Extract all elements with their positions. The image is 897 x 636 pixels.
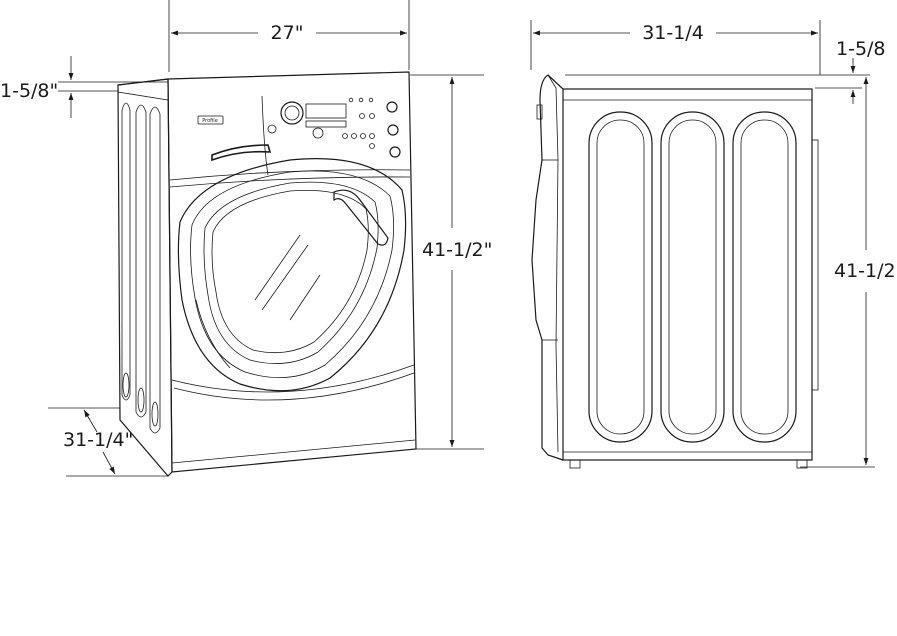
washer-body xyxy=(117,71,417,477)
side-rib xyxy=(660,111,725,443)
front-depth-label: 31-1/4" xyxy=(63,429,133,451)
side-panel xyxy=(562,88,813,461)
option-button xyxy=(351,133,357,139)
side-view: 31-1/4 1-5/8 41-1/2 xyxy=(530,20,896,469)
side-height-label: 41-1/2 xyxy=(834,260,896,282)
door-glass xyxy=(203,181,379,364)
glass-reflection xyxy=(289,274,321,321)
side-panel xyxy=(117,78,173,477)
door-handle xyxy=(333,189,389,246)
control-knob-profile xyxy=(536,104,543,120)
indicator-dot xyxy=(368,97,374,103)
base-line xyxy=(171,439,416,464)
indicator-dot xyxy=(358,97,364,103)
cycle-dial-inner xyxy=(284,105,300,121)
front-panel xyxy=(167,71,417,473)
front-profile-inner xyxy=(547,74,559,453)
control-panel: Profile xyxy=(197,95,401,176)
side-rib xyxy=(149,106,161,434)
detergent-drawer xyxy=(211,144,272,162)
status-icon xyxy=(267,124,277,134)
side-top-edge xyxy=(117,85,169,101)
glass-reflection xyxy=(261,244,309,311)
indicator-dot xyxy=(348,97,354,103)
door-glass-inner xyxy=(211,190,369,354)
side-rib-inner xyxy=(668,119,717,435)
leveling-foot xyxy=(796,459,808,469)
top-edge xyxy=(117,78,169,86)
side-rib xyxy=(588,111,653,443)
option-button xyxy=(369,143,375,149)
display-strip xyxy=(305,120,347,128)
brand-badge-text: Profile xyxy=(202,118,218,124)
glass-reflection xyxy=(254,234,301,301)
door xyxy=(177,158,407,392)
door-ring xyxy=(190,170,394,378)
side-rib-foot xyxy=(122,372,130,398)
side-rib-inner xyxy=(596,119,645,435)
option-button xyxy=(369,133,375,139)
cycle-dial xyxy=(280,101,304,125)
display-window xyxy=(305,103,347,119)
option-button xyxy=(342,133,348,139)
front-top-offset-label: 1-5/8" xyxy=(0,80,58,102)
selector-knob xyxy=(387,124,399,136)
front-width-label: 27" xyxy=(271,22,304,44)
front-height-label: 41-1/2" xyxy=(422,239,492,261)
leveling-foot xyxy=(569,459,581,469)
door-outer-ring xyxy=(177,158,407,392)
front-view: 27" 1-5/8" 41-1/2" 31-1/4" xyxy=(0,0,492,477)
front-profile xyxy=(531,74,564,461)
side-cabinet xyxy=(531,74,819,469)
power-button xyxy=(312,127,324,139)
side-rib-foot xyxy=(137,387,145,413)
control-panel-divider xyxy=(169,169,411,181)
depth-arrow-front xyxy=(102,451,116,475)
side-rib-inner xyxy=(740,119,789,435)
side-rib-foot xyxy=(151,401,159,427)
brand-badge xyxy=(197,115,224,125)
control-panel-divider-2 xyxy=(169,176,411,188)
selector-knob xyxy=(386,101,398,113)
kick-panel-upper xyxy=(171,364,415,393)
option-button xyxy=(369,113,375,119)
option-button xyxy=(359,113,365,119)
door-bulge-curve xyxy=(195,299,231,369)
selector-knob xyxy=(389,146,401,158)
side-rib xyxy=(732,111,797,443)
side-top-offset-label: 1-5/8 xyxy=(836,38,886,60)
rear-panel xyxy=(811,139,819,391)
option-button xyxy=(360,133,366,139)
side-rib xyxy=(135,104,147,418)
side-depth-label: 31-1/4 xyxy=(642,22,704,44)
side-rib xyxy=(121,102,131,401)
depth-arrow-back xyxy=(83,409,98,433)
kick-panel-lower xyxy=(173,372,415,401)
panel-curve xyxy=(261,95,269,176)
